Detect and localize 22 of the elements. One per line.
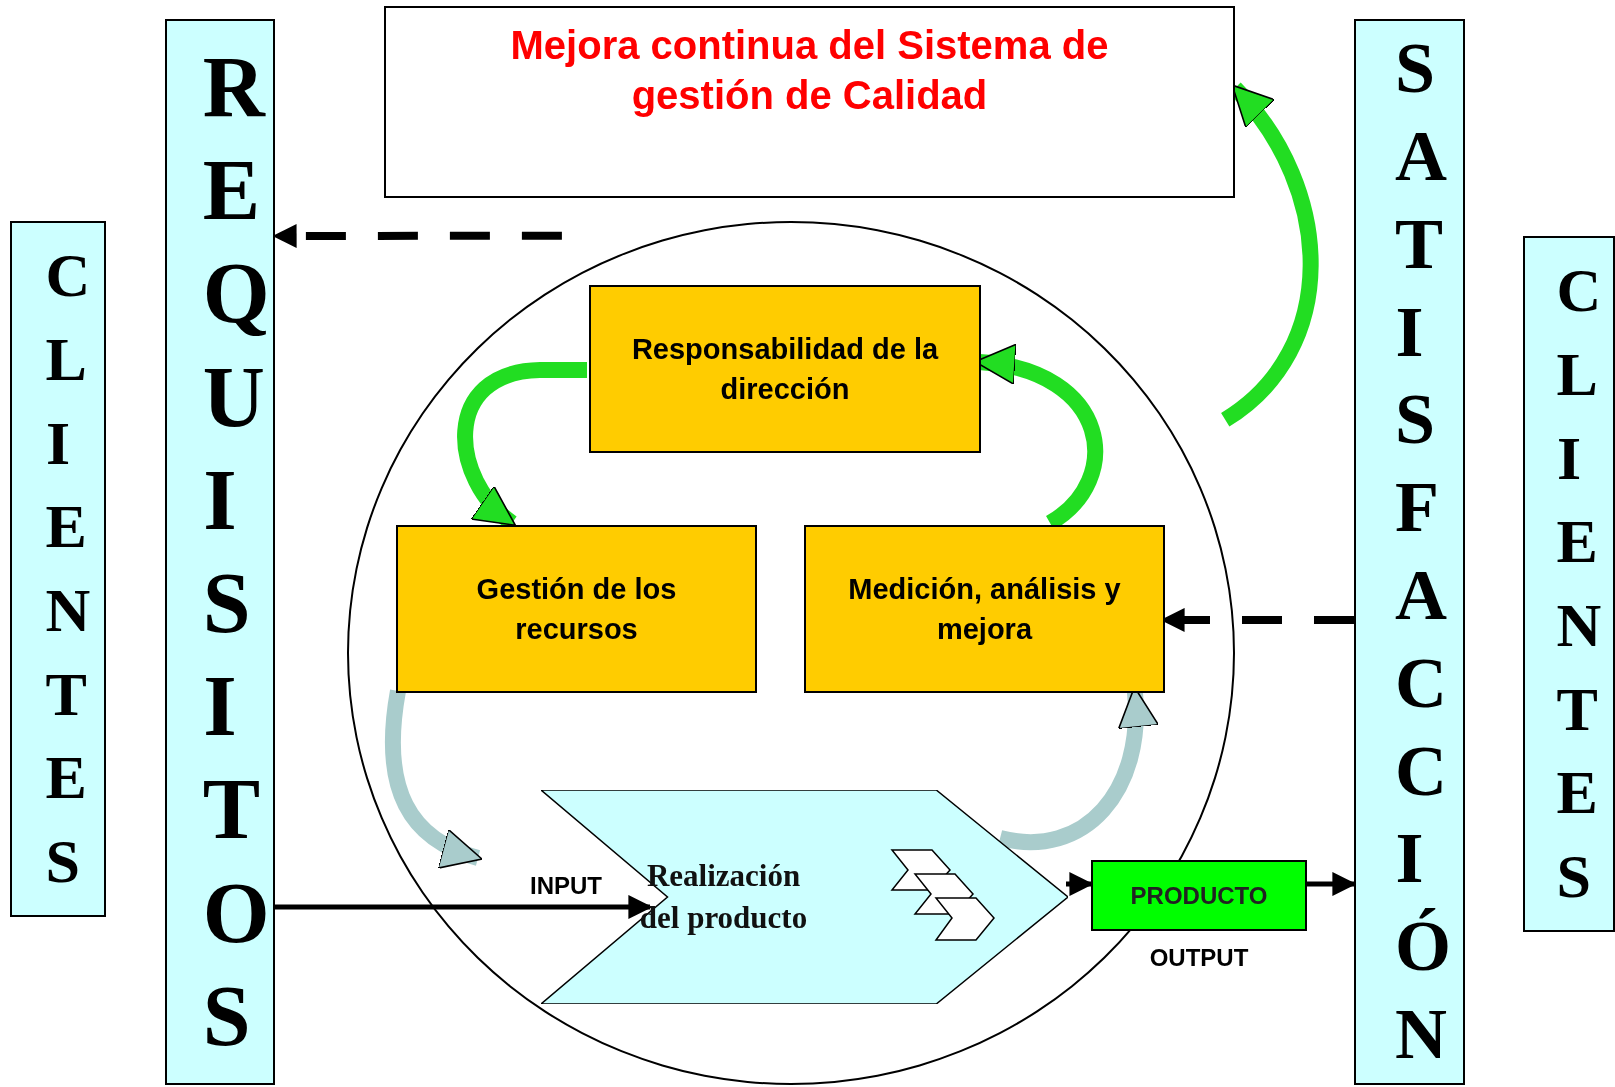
vertical-label: REQUISITOS	[201, 38, 268, 1066]
vertical-banner	[1354, 19, 1465, 1085]
curved-arrow	[1220, 82, 1319, 427]
title-box	[384, 6, 1235, 198]
box-label: Medición, análisis y mejora	[847, 572, 1122, 647]
process-box	[396, 525, 757, 693]
box-label: Responsabilidad de la dirección	[630, 332, 940, 407]
box-label: Gestión de los recursos	[475, 572, 678, 647]
title-text: Mejora continua del Sistema de gestión de Calidad	[509, 22, 1110, 119]
output-label: OUTPUT	[1148, 943, 1250, 973]
vertical-label: SATISFACCIÓN	[1394, 27, 1450, 1077]
process-box	[804, 525, 1165, 693]
vertical-label: CLIENTES	[1555, 255, 1604, 913]
curved-arrow	[384, 689, 483, 867]
vertical-banner	[1523, 236, 1615, 932]
vertical-label: CLIENTES	[44, 240, 93, 898]
box-label: PRODUCTO	[1130, 880, 1268, 911]
process-label: Realización del producto	[638, 857, 809, 937]
vertical-banner	[165, 19, 275, 1085]
arrow	[275, 895, 653, 919]
process-box	[589, 285, 981, 453]
vertical-banner	[10, 221, 106, 917]
